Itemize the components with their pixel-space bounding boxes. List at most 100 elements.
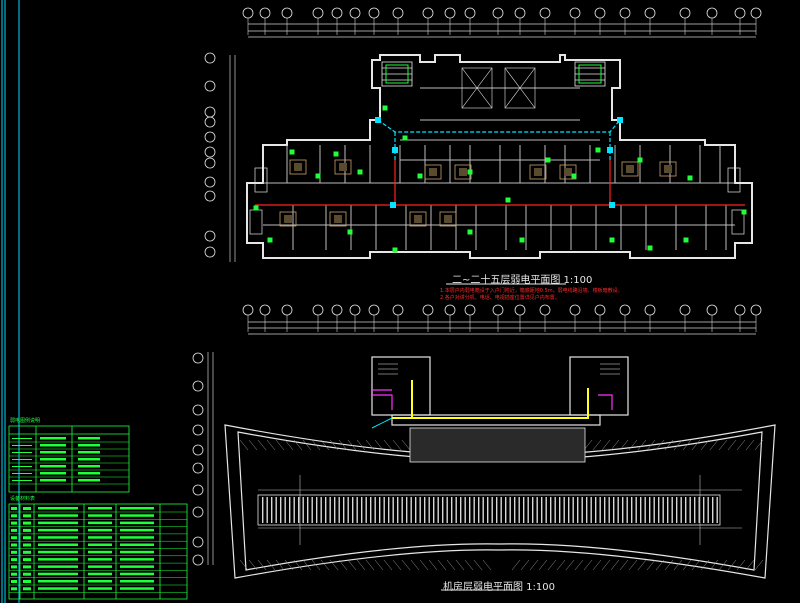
legend-text-block <box>88 507 112 510</box>
axis-bubble <box>569 304 581 316</box>
hatch <box>437 559 447 571</box>
hatch <box>637 439 647 451</box>
upper-stair-frames <box>385 64 602 84</box>
legend-text-block <box>38 550 78 554</box>
equipment-stripe <box>631 497 633 523</box>
legend-text-block <box>120 507 154 510</box>
hatch <box>266 559 276 571</box>
hatch <box>293 559 303 571</box>
lower-plan <box>192 304 776 591</box>
legend-text-block <box>38 536 78 539</box>
axis-bubble <box>192 444 204 456</box>
upper-axis-left <box>229 55 236 262</box>
outlet-symbol <box>333 151 339 157</box>
equipment-stripe <box>545 497 547 523</box>
outlet-symbol <box>505 197 511 203</box>
legend-symbol <box>23 558 31 562</box>
equipment-stripe <box>397 497 399 523</box>
hatch <box>428 559 438 571</box>
hatch <box>284 439 294 451</box>
outlet-symbol <box>637 157 643 163</box>
hatch <box>736 439 746 451</box>
hatch <box>266 439 276 451</box>
balcony <box>249 209 263 235</box>
legend-text-block <box>38 521 78 525</box>
equipment-frame <box>257 494 721 526</box>
hatch <box>718 559 728 571</box>
hatch <box>691 439 701 451</box>
hatch <box>601 559 611 571</box>
legend-table-2 <box>8 503 188 600</box>
legend-number <box>11 580 17 583</box>
hatch <box>718 439 728 451</box>
furniture-block <box>621 161 639 177</box>
equipment-stripe <box>406 497 408 523</box>
equipment-stripe <box>266 497 268 523</box>
hatch <box>700 439 710 451</box>
axis-bubble <box>242 7 254 19</box>
legend-text-block <box>40 444 66 447</box>
equipment-stripe <box>316 497 318 523</box>
furniture-fill <box>664 165 672 173</box>
hatch <box>619 559 629 571</box>
axis-bubble <box>204 146 216 158</box>
furniture-block <box>529 164 547 180</box>
legend-text-block <box>78 437 100 440</box>
equipment-stripe <box>271 497 273 523</box>
furniture-fill <box>626 165 634 173</box>
balcony <box>727 167 741 193</box>
equipment-stripe <box>635 497 637 523</box>
equipment-stripe <box>662 497 664 523</box>
furniture-fill <box>534 168 542 176</box>
hatch <box>392 559 402 571</box>
equipment-stripe <box>689 497 691 523</box>
balcony <box>254 167 268 193</box>
equipment-stripe <box>478 497 480 523</box>
upper-axis-bubbles <box>242 7 762 35</box>
equipment-stripe <box>536 497 538 523</box>
legend-text-block <box>120 543 154 546</box>
legend-text-block <box>40 465 66 468</box>
furniture-block <box>409 211 427 227</box>
equipment-stripe <box>419 497 421 523</box>
equipment-stripe <box>671 497 673 523</box>
hatch <box>610 439 620 451</box>
equipment-stripe <box>500 497 502 523</box>
equipment-stripe <box>712 497 714 523</box>
junction-box <box>617 117 623 123</box>
axis-bubble <box>368 7 380 19</box>
lower-central-equipment-row <box>257 494 721 526</box>
lower-axis-top <box>248 321 756 335</box>
hatch <box>664 559 674 571</box>
equipment-stripe <box>293 497 295 523</box>
axis-bubble <box>392 7 404 19</box>
axis-bubble <box>734 7 746 19</box>
equipment-stripe <box>617 497 619 523</box>
legend-text-block <box>40 437 66 440</box>
axis-bubble <box>706 304 718 316</box>
axis-bubble <box>422 304 434 316</box>
hatch <box>455 559 465 571</box>
furniture-block <box>329 211 347 227</box>
furniture-fill <box>294 163 302 171</box>
upper-stairs <box>381 61 606 87</box>
axis-bubble <box>192 506 204 518</box>
hatch <box>520 559 530 571</box>
furniture-block <box>424 164 442 180</box>
outlet-symbol <box>315 173 321 179</box>
hatch <box>347 559 357 571</box>
equipment-stripe <box>667 497 669 523</box>
legend-text-block <box>88 521 112 525</box>
axis-bubble <box>492 7 504 19</box>
equipment-stripe <box>563 497 565 523</box>
lower-axis-bubbles-left <box>192 352 204 566</box>
hatch <box>329 559 339 571</box>
equipment-stripe <box>599 497 601 523</box>
axis-bubble <box>204 176 216 188</box>
axis-bubble <box>464 304 476 316</box>
equipment-stripe <box>680 497 682 523</box>
axis-bubble <box>242 304 254 316</box>
legend-text-block <box>120 558 154 561</box>
legend-table-1-title: 弱电图例说明 <box>10 418 41 424</box>
equipment-stripe <box>640 497 642 523</box>
